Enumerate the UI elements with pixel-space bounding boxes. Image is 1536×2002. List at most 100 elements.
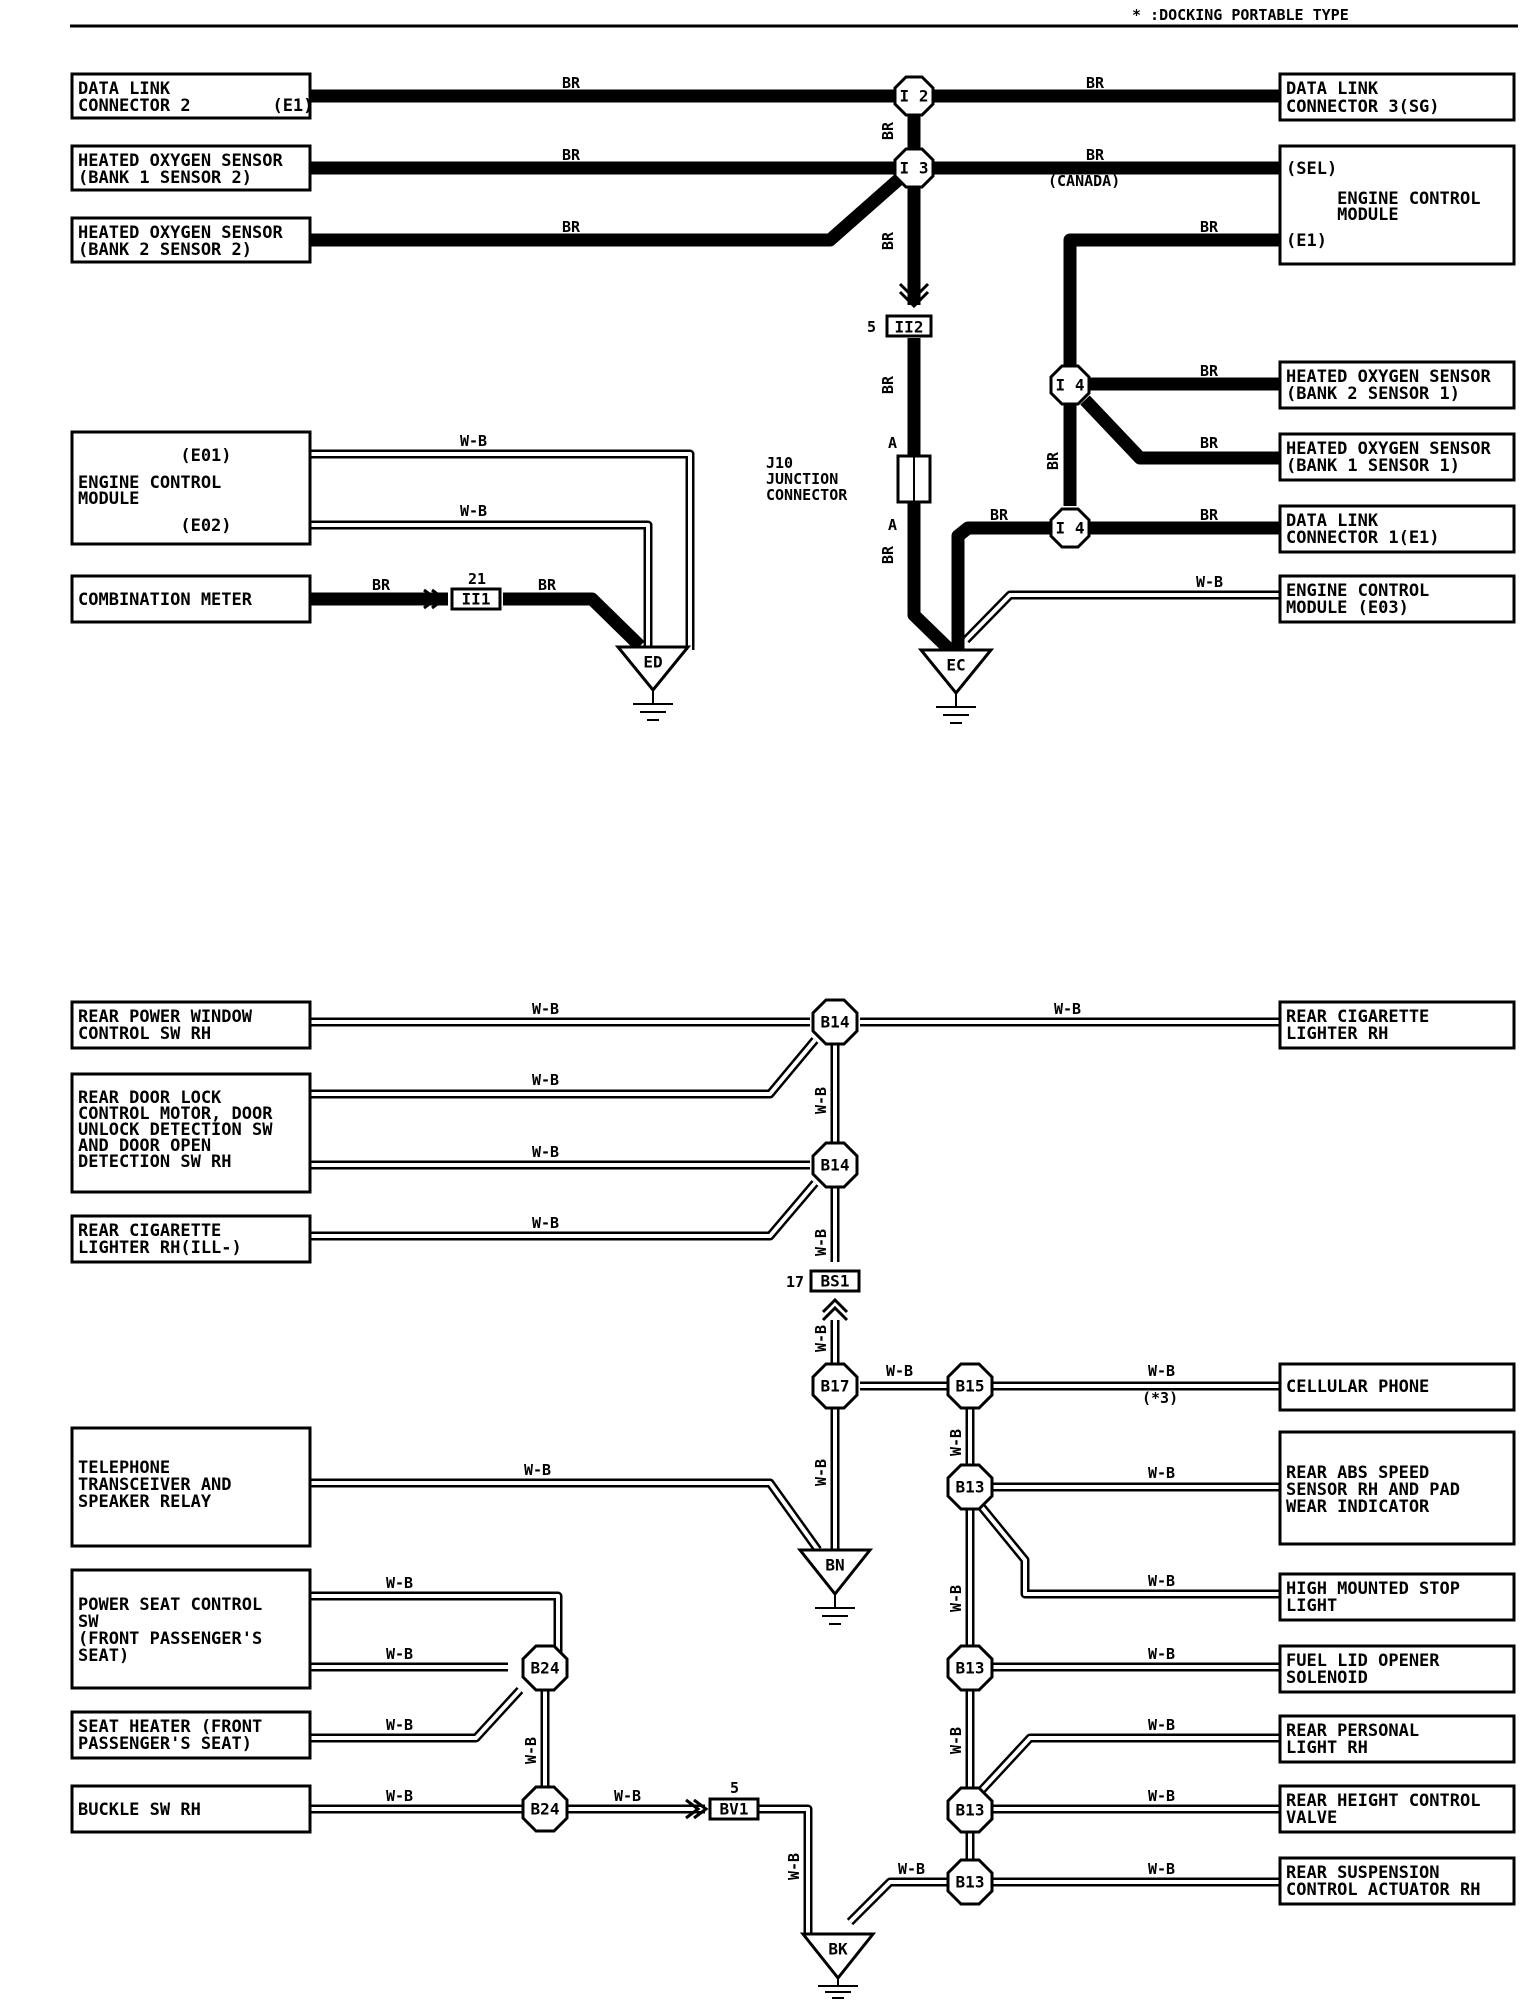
wire-label: BR bbox=[879, 121, 897, 140]
connector-label: BV1 bbox=[720, 1800, 749, 1819]
buckle-sw-rh: BUCKLE SW RH bbox=[70, 1784, 312, 1834]
svg-text:I 4: I 4 bbox=[1056, 376, 1085, 395]
svg-text:(BANK 2 SENSOR 2): (BANK 2 SENSOR 2) bbox=[78, 240, 252, 260]
svg-text:(E01): (E01) bbox=[78, 446, 232, 466]
splice-b14-upper: B14 bbox=[811, 998, 859, 1046]
star-note: (*3) bbox=[1142, 1389, 1178, 1407]
svg-text:TRANSCEIVER AND: TRANSCEIVER AND bbox=[78, 1475, 232, 1495]
svg-text:SEAT): SEAT) bbox=[78, 1646, 129, 1666]
rear-cigarette-lighter-rh-ill: REAR CIGARETTE LIGHTER RH(ILL-) bbox=[70, 1214, 312, 1264]
wire-label: BR bbox=[1200, 218, 1219, 236]
svg-text:CONNECTOR 3(SG): CONNECTOR 3(SG) bbox=[1286, 97, 1440, 117]
svg-text:B13: B13 bbox=[956, 1659, 985, 1678]
svg-text:B14: B14 bbox=[821, 1156, 850, 1175]
wire-label: W-B bbox=[524, 1461, 551, 1479]
svg-text:CELLULAR PHONE: CELLULAR PHONE bbox=[1286, 1377, 1429, 1397]
svg-text:SPEAKER RELAY: SPEAKER RELAY bbox=[78, 1492, 212, 1512]
engine-control-module-right: (SEL) ENGINE CONTROL MODULE (E1) bbox=[1278, 144, 1516, 266]
pin-number: 21 bbox=[468, 570, 486, 588]
wire-label: W-B bbox=[532, 1000, 559, 1018]
heated-oxygen-sensor-bank1-sensor2: HEATED OXYGEN SENSOR (BANK 1 SENSOR 2) bbox=[70, 144, 312, 192]
svg-text:CONTROL MOTOR, DOOR: CONTROL MOTOR, DOOR bbox=[78, 1104, 273, 1124]
svg-text:REAR DOOR LOCK: REAR DOOR LOCK bbox=[78, 1088, 222, 1108]
rear-height-control-valve: REAR HEIGHT CONTROL VALVE bbox=[1278, 1784, 1516, 1834]
wire-label: BR bbox=[562, 74, 581, 92]
splice-b17: B17 bbox=[811, 1362, 859, 1410]
svg-text:(BANK 2 SENSOR 1): (BANK 2 SENSOR 1) bbox=[1286, 384, 1460, 404]
svg-text:ED: ED bbox=[643, 653, 662, 672]
splice-b13-1: B13 bbox=[946, 1463, 994, 1511]
svg-text:DETECTION SW RH: DETECTION SW RH bbox=[78, 1152, 232, 1172]
wire-label: W-B bbox=[1148, 1645, 1175, 1663]
svg-text:I 3: I 3 bbox=[900, 159, 929, 178]
bottom-wb-wires bbox=[309, 1017, 1280, 1936]
cellular-phone: CELLULAR PHONE bbox=[1278, 1362, 1516, 1412]
wire-label: W-B bbox=[812, 1325, 830, 1352]
svg-text:HEATED OXYGEN SENSOR: HEATED OXYGEN SENSOR bbox=[78, 223, 283, 243]
connector-bs1: BS1 17 bbox=[786, 1269, 861, 1322]
ground-bn: BN bbox=[796, 1548, 874, 1625]
wire-label: W-B bbox=[460, 432, 487, 450]
svg-text:(E02): (E02) bbox=[78, 516, 232, 536]
wire-label: W-B bbox=[812, 1087, 830, 1114]
connector-bv1: BV1 5 bbox=[685, 1779, 760, 1821]
wire-label: BR bbox=[879, 545, 897, 564]
splice-b13-4: B13 bbox=[946, 1858, 994, 1906]
engine-control-module-e03: ENGINE CONTROL MODULE (E03) bbox=[1278, 574, 1516, 624]
fuel-lid-opener-solenoid: FUEL LID OPENER SOLENOID bbox=[1278, 1644, 1516, 1694]
svg-text:DATA LINK: DATA LINK bbox=[1286, 511, 1379, 531]
svg-text:B24: B24 bbox=[531, 1659, 560, 1678]
wire-label: BR bbox=[1200, 362, 1219, 380]
splice-i4-upper: I 4 bbox=[1049, 364, 1091, 406]
svg-text:VALVE: VALVE bbox=[1286, 1808, 1337, 1828]
svg-text:COMBINATION METER: COMBINATION METER bbox=[78, 590, 253, 610]
top-wire-labels: BR BR BR BR BR BR BR BR BR BR BR BR W-B … bbox=[372, 74, 1223, 594]
bottom-wire-labels: W-B W-B W-B W-B W-B W-B W-B (*3) W-B W-B… bbox=[386, 1000, 1178, 1880]
ground-ed: ED bbox=[614, 645, 692, 721]
svg-text:CONNECTOR 1(E1): CONNECTOR 1(E1) bbox=[1286, 528, 1440, 548]
splice-b14-lower: B14 bbox=[811, 1141, 859, 1189]
svg-text:HEATED OXYGEN SENSOR: HEATED OXYGEN SENSOR bbox=[78, 151, 283, 171]
wire-label: W-B bbox=[785, 1853, 803, 1880]
wire-label: W-B bbox=[1148, 1464, 1175, 1482]
svg-text:SW: SW bbox=[78, 1612, 99, 1632]
connector-label: II1 bbox=[462, 590, 491, 609]
svg-text:MODULE: MODULE bbox=[1286, 205, 1399, 225]
svg-text:POWER SEAT CONTROL: POWER SEAT CONTROL bbox=[78, 1595, 262, 1615]
svg-text:SENSOR RH AND PAD: SENSOR RH AND PAD bbox=[1286, 1480, 1460, 1500]
pin-label: A bbox=[888, 516, 897, 534]
wire-label: W-B bbox=[1148, 1362, 1175, 1380]
splice-b24-upper: B24 bbox=[521, 1644, 569, 1692]
wire-label: W-B bbox=[532, 1214, 559, 1232]
wire-label: W-B bbox=[460, 502, 487, 520]
svg-text:(E1): (E1) bbox=[1286, 231, 1327, 251]
engine-control-module-left: (E01) ENGINE CONTROL MODULE (E02) bbox=[70, 430, 312, 546]
pin-number: 5 bbox=[730, 1779, 739, 1797]
svg-text:B13: B13 bbox=[956, 1478, 985, 1497]
power-seat-control-sw: POWER SEAT CONTROL SW (FRONT PASSENGER'S… bbox=[70, 1568, 312, 1690]
rear-power-window-control-sw-rh: REAR POWER WINDOW CONTROL SW RH bbox=[70, 1000, 312, 1050]
rear-abs-speed-sensor-rh: REAR ABS SPEED SENSOR RH AND PAD WEAR IN… bbox=[1278, 1430, 1516, 1546]
svg-text:EC: EC bbox=[946, 656, 965, 675]
svg-text:REAR CIGARETTE: REAR CIGARETTE bbox=[78, 1221, 221, 1241]
svg-text:SEAT HEATER (FRONT: SEAT HEATER (FRONT bbox=[78, 1717, 262, 1737]
heated-oxygen-sensor-bank1-sensor1: HEATED OXYGEN SENSOR (BANK 1 SENSOR 1) bbox=[1278, 432, 1516, 482]
wire-label: W-B bbox=[947, 1429, 965, 1456]
wire-label: BR bbox=[1200, 434, 1219, 452]
svg-text:(FRONT PASSENGER'S: (FRONT PASSENGER'S bbox=[78, 1629, 262, 1649]
wire-label: W-B bbox=[386, 1645, 413, 1663]
svg-text:LIGHT: LIGHT bbox=[1286, 1596, 1337, 1616]
splice-b13-3: B13 bbox=[946, 1786, 994, 1834]
svg-text:REAR CIGARETTE: REAR CIGARETTE bbox=[1286, 1007, 1429, 1027]
wire-label: W-B bbox=[386, 1716, 413, 1734]
wire-label: W-B bbox=[1148, 1787, 1175, 1805]
svg-text:HEATED OXYGEN SENSOR: HEATED OXYGEN SENSOR bbox=[1286, 439, 1491, 459]
heated-oxygen-sensor-bank2-sensor1: HEATED OXYGEN SENSOR (BANK 2 SENSOR 1) bbox=[1278, 360, 1516, 410]
svg-text:BUCKLE SW RH: BUCKLE SW RH bbox=[78, 1800, 201, 1820]
svg-text:B15: B15 bbox=[956, 1377, 985, 1396]
splice-i3: I 3 bbox=[893, 147, 935, 189]
svg-text:LIGHT RH: LIGHT RH bbox=[1286, 1738, 1368, 1758]
ground-bk: BK bbox=[799, 1932, 877, 1999]
wire-label: W-B bbox=[886, 1362, 913, 1380]
